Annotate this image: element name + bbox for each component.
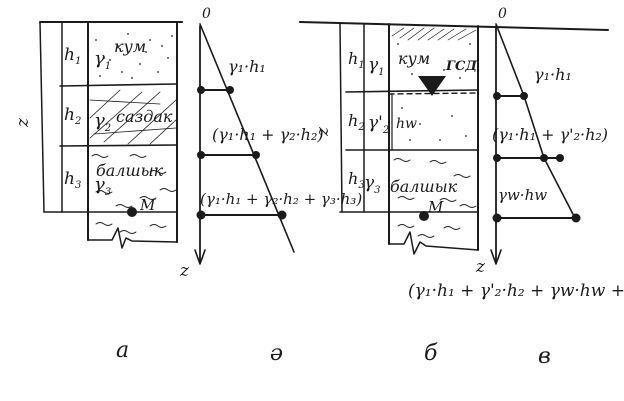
h1-label-b: h1 [348, 49, 365, 71]
node-3-right-v [571, 213, 581, 223]
layer-boundary-1-b [345, 89, 479, 93]
point-m-b [419, 211, 429, 221]
node-1-left-d [197, 86, 205, 94]
h1-label-a: h1 [64, 45, 81, 67]
column-break-a [87, 227, 178, 249]
layer-boundary-2-a [59, 144, 178, 147]
h3-label-b: h3 [348, 169, 365, 191]
h3-label-a: h3 [64, 169, 81, 191]
caption-v: в [538, 344, 551, 369]
panel-d: 0 z γ₁·h₁ (γ₁·h₁ + γ₂·h₂) (γ₁·h₁ + γ₂·h₂… [179, 6, 362, 366]
sand-hatch-a [95, 33, 173, 79]
gamma1-label-a: γ1 [94, 48, 111, 72]
clay-hatch-b [393, 158, 477, 238]
axis-arrow-v [490, 249, 502, 265]
panel-a: z h1 h2 h3 γ1 γ2 γ3 кум саздак балшык M … [13, 21, 183, 363]
stress-label-3-d: (γ₁·h₁ + γ₂·h₂ + γ₃·h₃) [200, 190, 362, 208]
node-2-left-d [197, 151, 205, 159]
soil-label-sand-a: кум [114, 37, 146, 56]
node-3-left-v [492, 213, 502, 223]
gamma2-label-b: γ'2 [368, 113, 389, 136]
soil-label-loam-a: саздак [116, 107, 173, 126]
depth-line-z-b [339, 23, 343, 213]
stress-label-1-v: γ₁·h₁ [534, 65, 572, 84]
caption-a: a [116, 338, 129, 363]
node-1-right-v [520, 92, 528, 100]
axis-label-d: z [179, 261, 190, 281]
water-table-marker-b [418, 76, 446, 96]
gamma3-label-b: γ3 [364, 173, 381, 196]
layer-boundary-1-a [59, 83, 178, 87]
origin-label-d: 0 [202, 6, 211, 22]
gamma2-label-a: γ2 [94, 110, 111, 134]
gamma3-label-a: γ3 [94, 174, 111, 198]
axis-arrow-d [194, 249, 206, 265]
panel-v: 0 z γ₁·h₁ (γ₁·h₁ + γ'₂·h₂) γw·hw (γ₁·h₁ … [408, 6, 624, 369]
hw-label-b: hw [396, 116, 417, 132]
node-2-left-v [493, 154, 501, 162]
loam-hatch-a [89, 89, 177, 145]
node-3-right-d [277, 210, 287, 220]
ground-surface-b [299, 21, 609, 31]
axis-label-v: z [475, 257, 486, 277]
stress-label-2-d: (γ₁·h₁ + γ₂·h₂) [212, 125, 324, 144]
point-label-b: M [427, 198, 444, 216]
soil-label-clay-a: балшык [96, 161, 164, 180]
depth-line-z-a [39, 21, 45, 213]
stress-line-v [495, 23, 577, 221]
stress-label-3-v: γw·hw [498, 186, 547, 204]
water-table-label-b: ГСД [445, 59, 477, 74]
node-1-left-v [493, 92, 501, 100]
bottom-formula-v: (γ₁·h₁ + γ'₂·h₂ + γw·hw + γ₃·h₃) [408, 281, 624, 301]
node-3-left-d [196, 210, 206, 220]
soil-label-clay-b: балшык [390, 177, 458, 196]
stress-label-1-d: γ₁·h₁ [228, 57, 266, 76]
origin-label-v: 0 [498, 6, 507, 22]
node-2-mid-v [540, 154, 548, 162]
panel-b: z h1 h2 h3 γ1 γ'2 γ3 hw кум ГСД балшык M… [299, 21, 609, 366]
top-hatch-b [391, 27, 477, 41]
depth-label-b: z [313, 126, 333, 137]
soil-label-sand-b: кум [398, 49, 430, 68]
point-label-a: M [139, 196, 156, 214]
gamma1-label-b: γ1 [368, 55, 385, 78]
column-break-b [388, 231, 479, 255]
node-2-right-v [556, 154, 564, 162]
node-1-right-d [226, 86, 234, 94]
stress-label-2-v: (γ₁·h₁ + γ'₂·h₂) [492, 125, 608, 144]
clay-hatch-a [91, 154, 177, 234]
node-2-right-d [252, 151, 260, 159]
caption-d: ә [270, 341, 283, 366]
point-m-a [127, 207, 137, 217]
h2-label-a: h2 [64, 105, 81, 127]
depth-label-a: z [13, 117, 33, 128]
caption-b: б [424, 341, 438, 366]
h2-label-b: h2 [348, 111, 365, 133]
